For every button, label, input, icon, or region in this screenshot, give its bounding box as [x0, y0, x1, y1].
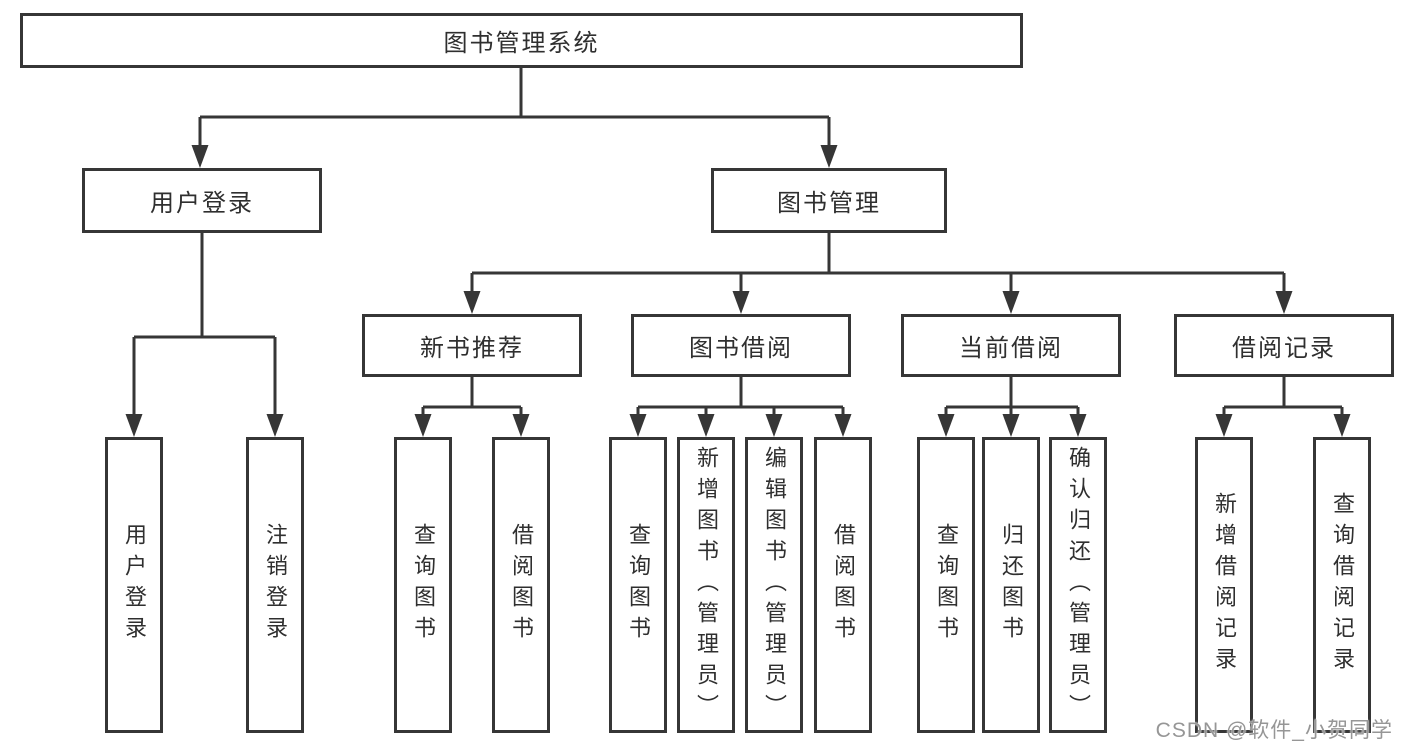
node-new-book-recommendation: 新书推荐	[362, 314, 582, 377]
leaf-query-books-current: 查询图书	[917, 437, 975, 733]
node-book-borrowing: 图书借阅	[631, 314, 851, 377]
leaf-edit-book-admin: 编辑图书（管理员）	[745, 437, 803, 733]
leaf-query-books-recommend: 查询图书	[394, 437, 452, 733]
leaf-borrow-books: 借阅图书	[814, 437, 872, 733]
leaf-query-borrow-record: 查询借阅记录	[1313, 437, 1371, 733]
node-current-borrowing: 当前借阅	[901, 314, 1121, 377]
leaf-add-borrow-record: 新增借阅记录	[1195, 437, 1253, 733]
node-book-management: 图书管理	[711, 168, 947, 233]
leaf-borrow-books-recommend: 借阅图书	[492, 437, 550, 733]
node-library-management-system: 图书管理系统	[20, 13, 1023, 68]
node-user-login: 用户登录	[82, 168, 322, 233]
leaf-query-books-borrow: 查询图书	[609, 437, 667, 733]
leaf-logout: 注销登录	[246, 437, 304, 733]
node-borrowing-records: 借阅记录	[1174, 314, 1394, 377]
leaf-add-book-admin: 新增图书（管理员）	[677, 437, 735, 733]
leaf-return-book: 归还图书	[982, 437, 1040, 733]
leaf-user-login: 用户登录	[105, 437, 163, 733]
csdn-watermark: CSDN @软件_小贺同学	[1155, 719, 1393, 742]
leaf-confirm-return-admin: 确认归还（管理员）	[1049, 437, 1107, 733]
